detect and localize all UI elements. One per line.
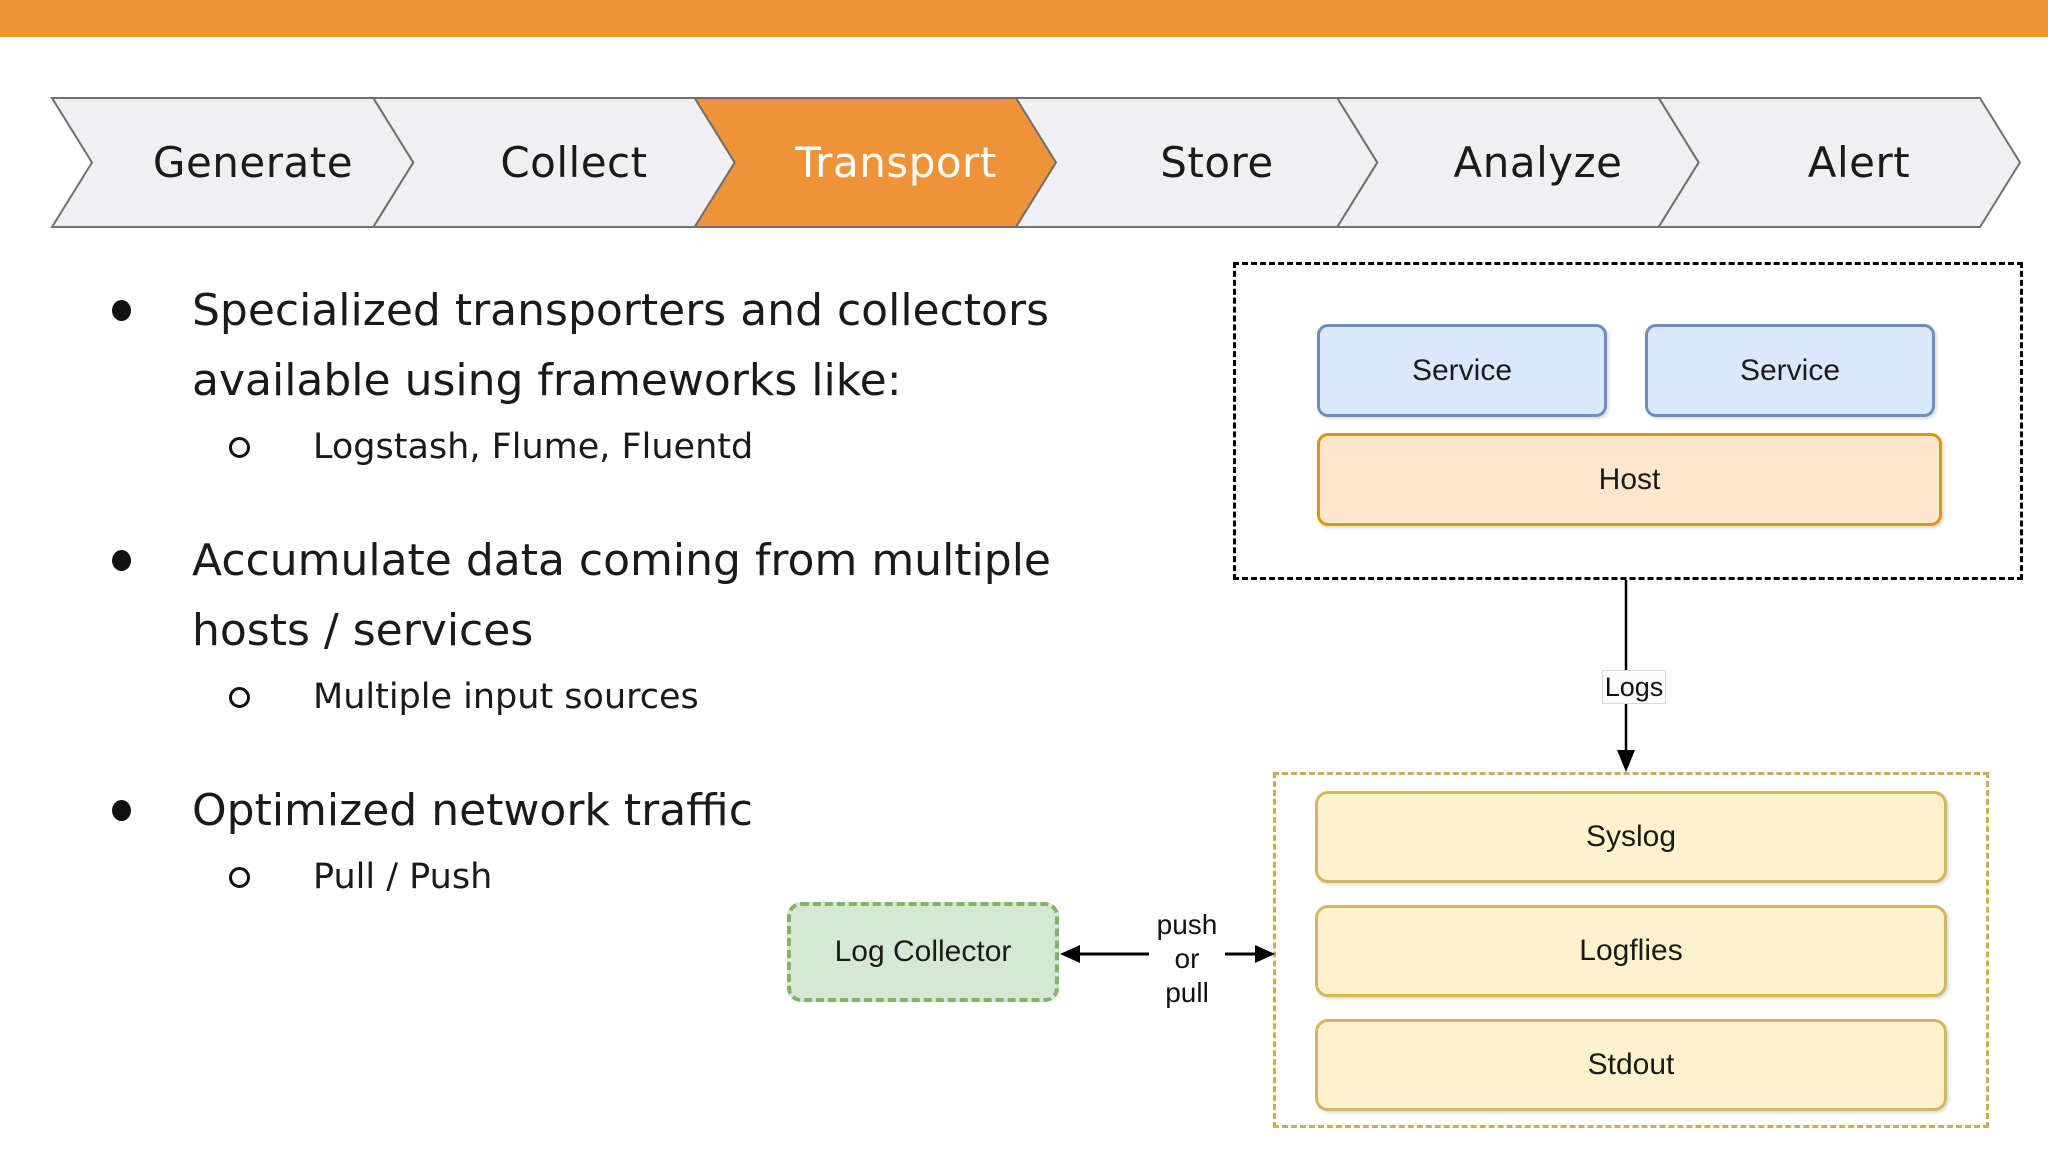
bullet-circle-icon [229, 436, 250, 458]
bullet-line: available using frameworks like: [112, 345, 1142, 415]
stage-label-transport: Transport [795, 138, 997, 187]
bullet-line: hosts / services [112, 595, 1142, 665]
bullet-dot-icon [112, 799, 131, 821]
sub-bullet-line: Multiple input sources [112, 665, 1142, 729]
bullet-text: Accumulate data coming from multiple [192, 534, 1051, 586]
logs-arrow [1617, 580, 1635, 772]
sub-bullet-line: Logstash, Flume, Fluentd [112, 415, 1142, 479]
stage-label-collect: Collect [500, 138, 648, 187]
bullet-dot-icon [112, 299, 131, 321]
sub-bullet-text: Pull / Push [313, 857, 493, 897]
log-collector-node: Log Collector [787, 902, 1059, 1002]
bullet-line: Optimized network traffic [112, 775, 1142, 845]
bullet-text: available using frameworks like: [192, 354, 902, 406]
stage-label-alert: Alert [1807, 138, 1911, 187]
sub-bullet-text: Logstash, Flume, Fluentd [313, 427, 754, 467]
bullet-circle-icon [229, 686, 250, 708]
log-output-logfiles: Logflies [1315, 905, 1947, 997]
stage-label-analyze: Analyze [1453, 138, 1623, 187]
bullet-dot-icon [112, 549, 131, 571]
service-node-2: Service [1645, 324, 1935, 417]
bullet-text: Specialized transporters and collectors [192, 284, 1049, 336]
bullet-list: Specialized transporters and collectors … [112, 275, 1142, 909]
host-node: Host [1317, 433, 1942, 526]
bullet-line: Specialized transporters and collectors [112, 275, 1142, 345]
push-pull-label-line: or [1174, 943, 1200, 974]
log-source-group-box [1273, 772, 1989, 1128]
bullet-line: Accumulate data coming from multiple [112, 525, 1142, 595]
chevron-shape-alert [1656, 97, 2022, 228]
bullet-circle-icon [229, 866, 250, 888]
sub-bullet-text: Multiple input sources [313, 677, 699, 717]
bullet-group-transporters: Specialized transporters and collectors … [112, 275, 1142, 479]
bullet-text: hosts / services [192, 604, 534, 656]
log-output-stdout: Stdout [1315, 1019, 1947, 1111]
bullet-group-network: Optimized network traffic Pull / Push [112, 775, 1142, 909]
pipeline-chevrons [50, 97, 2022, 228]
top-accent-bar [0, 0, 2048, 37]
bullet-text: Optimized network traffic [192, 784, 753, 836]
push-pull-label: push or pull [1149, 908, 1225, 1010]
host-group-box [1233, 262, 2023, 580]
push-pull-label-line: pull [1165, 977, 1209, 1008]
stage-label-generate: Generate [152, 138, 354, 187]
log-output-syslog: Syslog [1315, 791, 1947, 883]
stage-label-store: Store [1160, 138, 1274, 187]
sub-bullet-line: Pull / Push [112, 845, 1142, 909]
service-node-1: Service [1317, 324, 1607, 417]
push-pull-label-line: push [1156, 909, 1218, 940]
bullet-group-accumulate: Accumulate data coming from multiple hos… [112, 525, 1142, 729]
logs-edge-label: Logs [1602, 670, 1666, 704]
